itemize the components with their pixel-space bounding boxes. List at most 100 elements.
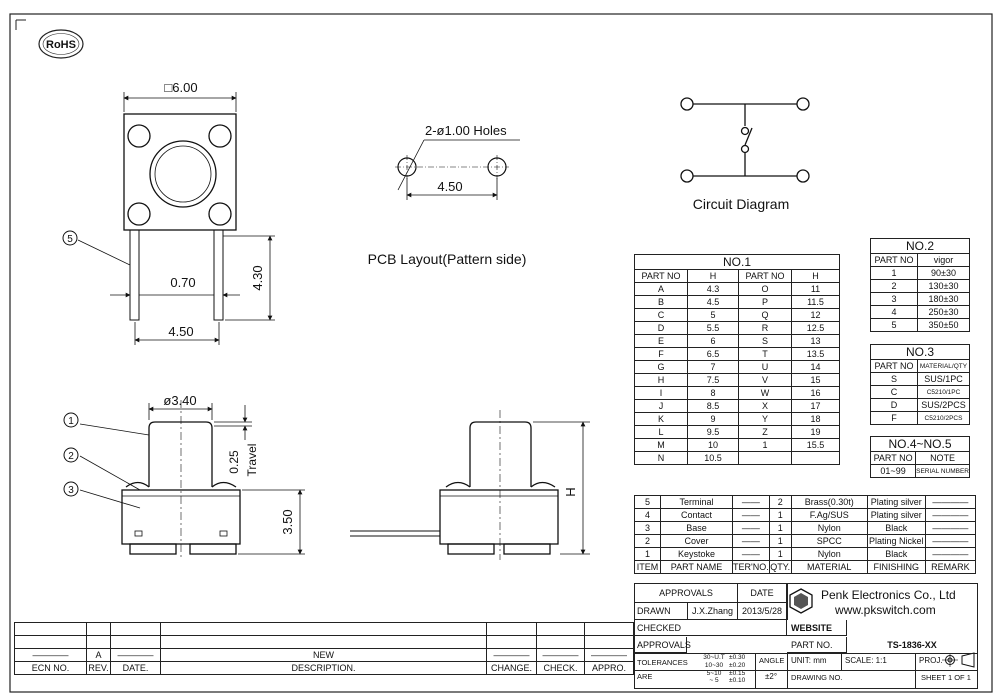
cell: 10.5 (687, 451, 739, 465)
drawing-no-label: DRAWING NO. (791, 673, 843, 682)
bom-header: QTY. (768, 560, 792, 574)
cell: V (738, 373, 792, 387)
callout-2: 2 (68, 451, 74, 462)
sheet-border (9, 13, 993, 693)
cell: X (738, 399, 792, 413)
travel-label: Travel (245, 444, 259, 477)
cell: 19 (791, 425, 840, 439)
cell: H (634, 373, 688, 387)
cell: 1 (738, 438, 792, 452)
cell: ———— (536, 648, 585, 662)
circuit-caption: Circuit Diagram (693, 196, 789, 212)
cell: 1 (870, 266, 918, 280)
cell: 8.5 (687, 399, 739, 413)
cell: A (634, 282, 688, 296)
bom-header: REMARK (924, 560, 977, 574)
revision-header: CHANGE. (486, 661, 537, 675)
cell: E (634, 334, 688, 348)
cell: Terminal (660, 495, 733, 509)
cell: F (870, 411, 918, 425)
cell: 13 (791, 334, 840, 348)
callout-1-circle (63, 412, 79, 428)
cell: F.Ag/SUS (790, 508, 868, 522)
callout-2-circle (63, 447, 79, 463)
cell: C5210/1PC (917, 385, 970, 399)
part-no-label: PART NO. (787, 637, 847, 653)
dim-pin-gap: 0.70 (170, 275, 195, 290)
cell: ———— (584, 648, 634, 662)
table-no3-header: PART NO (870, 359, 918, 373)
revision-header: DESCRIPTION. (160, 661, 487, 675)
table-no2-header: PART NO (870, 253, 918, 267)
cell: —— (732, 521, 770, 535)
tol-range: 5~10 (706, 669, 722, 677)
cell: 3 (634, 521, 661, 535)
revision-header: ECN NO. (14, 661, 87, 675)
cell: 6.5 (687, 347, 739, 361)
corner-mark (15, 19, 26, 30)
cell: S (870, 372, 918, 386)
cell: 7 (687, 360, 739, 374)
cell: 1 (768, 547, 792, 561)
callout-1: 1 (68, 416, 74, 427)
drawn-by: J.X.Zhang (688, 603, 738, 620)
dim-h: H (563, 487, 578, 496)
revision-header: APPRO. (584, 661, 634, 675)
cell: B (634, 295, 688, 309)
table-no3-header: MATERIAL/QTY (917, 359, 970, 373)
cell: D (870, 398, 918, 412)
cell: Z (738, 425, 792, 439)
revision-header: DATE. (110, 661, 161, 675)
cell: —— (732, 534, 770, 548)
revision-table: ———— A ———— NEW ———— ———— ———— ECN NO. R… (14, 622, 634, 675)
cell: 90±30 (917, 266, 970, 280)
unit-label: UNIT: mm (791, 656, 827, 665)
cell: W (738, 386, 792, 400)
cell: SUS/2PCS (917, 398, 970, 412)
tol-value: ±0.15 (729, 669, 746, 677)
cell: 4.5 (687, 295, 739, 309)
cell: ———— (110, 648, 161, 662)
cell: 5 (870, 318, 918, 332)
cell: P (738, 295, 792, 309)
cell: SERIAL NUMBER (915, 464, 970, 478)
proj-label: PROJ. (919, 656, 943, 665)
cell: ———— (924, 508, 977, 522)
cell: 9.5 (687, 425, 739, 439)
dim-pin-span: 4.50 (168, 324, 193, 339)
dim-square: □6.00 (164, 80, 197, 95)
cell: Base (660, 521, 733, 535)
cell: 2 (870, 279, 918, 293)
tol-range: 10~30 (704, 661, 724, 669)
cell: Nylon (790, 521, 868, 535)
cell (791, 451, 840, 465)
bom-header: PART NAME (660, 560, 733, 574)
cell: R (738, 321, 792, 335)
angle-label: ANGLE (759, 656, 785, 665)
cell: 7.5 (687, 373, 739, 387)
divider (841, 653, 842, 670)
dim-height: 4.30 (250, 265, 265, 290)
date-label: DATE (738, 584, 787, 603)
cell: N (634, 451, 688, 465)
tol-value: ±0.30 (729, 654, 746, 661)
penk-logo-icon (789, 588, 813, 614)
